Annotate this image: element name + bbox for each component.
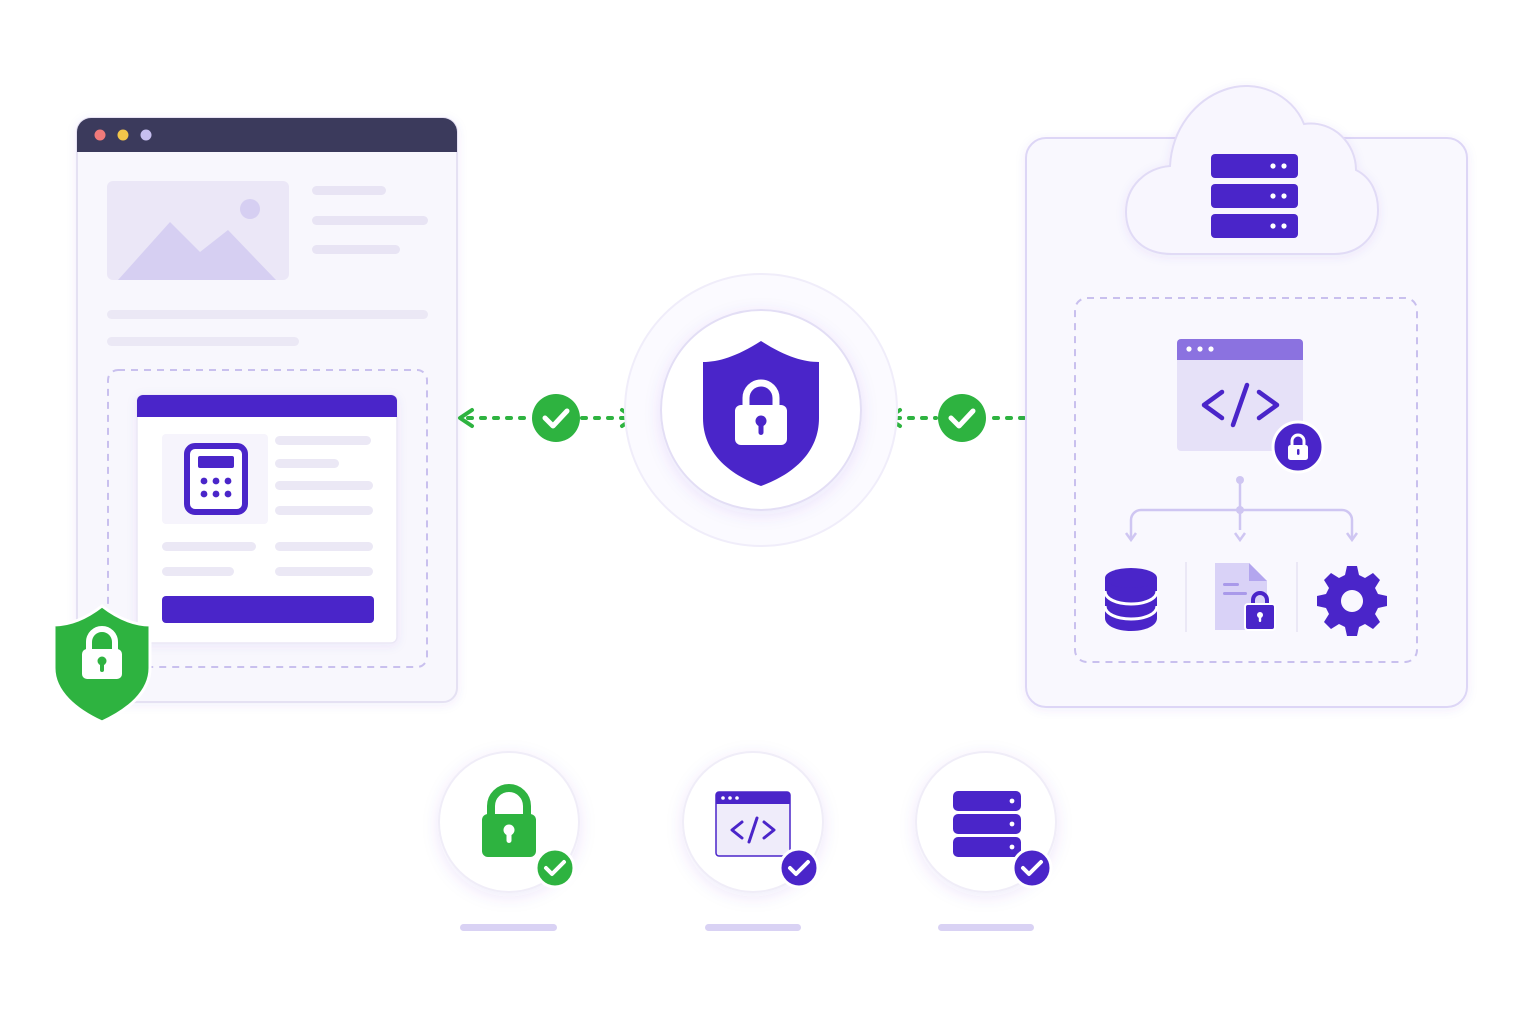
text-placeholder-lines	[107, 186, 428, 346]
server-stack-icon	[953, 791, 1021, 857]
form-placeholder-lines	[162, 436, 373, 576]
feature-item-encryption	[438, 751, 580, 931]
feature-label-placeholder	[460, 924, 557, 931]
feature-item-secure-code	[682, 751, 824, 931]
check-badge-icon	[534, 847, 576, 889]
service-branch-lines	[1124, 476, 1359, 543]
check-circle-icon	[532, 394, 580, 442]
cloud-backend-panel	[1025, 85, 1468, 708]
connection-gateway-cloud	[886, 394, 1076, 442]
window-close-dot[interactable]	[94, 129, 106, 141]
window-minimize-dot[interactable]	[117, 129, 129, 141]
check-badge-icon	[778, 847, 820, 889]
image-placeholder-icon	[107, 181, 289, 280]
connection-client-gateway	[458, 394, 636, 442]
database-icon	[1103, 568, 1159, 631]
client-browser-window	[52, 117, 458, 724]
shield-lock-icon	[703, 341, 819, 486]
protected-services-outline	[1074, 297, 1418, 663]
locked-document-icon	[1215, 563, 1276, 631]
form-card-header	[137, 395, 397, 417]
form-card	[136, 394, 398, 644]
shield-lock-icon	[52, 604, 152, 724]
gear-icon	[1317, 566, 1387, 636]
check-badge-icon	[1011, 847, 1053, 889]
server-stack-icon	[1211, 154, 1298, 238]
security-gateway	[624, 273, 898, 547]
lock-badge-icon	[1271, 420, 1325, 474]
padlock-icon	[482, 784, 536, 857]
code-window-icon	[1177, 339, 1303, 451]
calculator-icon	[184, 443, 248, 515]
code-window-icon	[715, 791, 791, 857]
feature-label-placeholder	[938, 924, 1034, 931]
window-title-bar	[77, 118, 457, 152]
feature-item-secure-storage	[915, 751, 1057, 931]
check-circle-icon	[938, 394, 986, 442]
window-maximize-dot[interactable]	[140, 129, 152, 141]
form-submit-button[interactable]	[162, 596, 374, 623]
feature-label-placeholder	[705, 924, 801, 931]
secured-area-outline	[107, 369, 428, 668]
